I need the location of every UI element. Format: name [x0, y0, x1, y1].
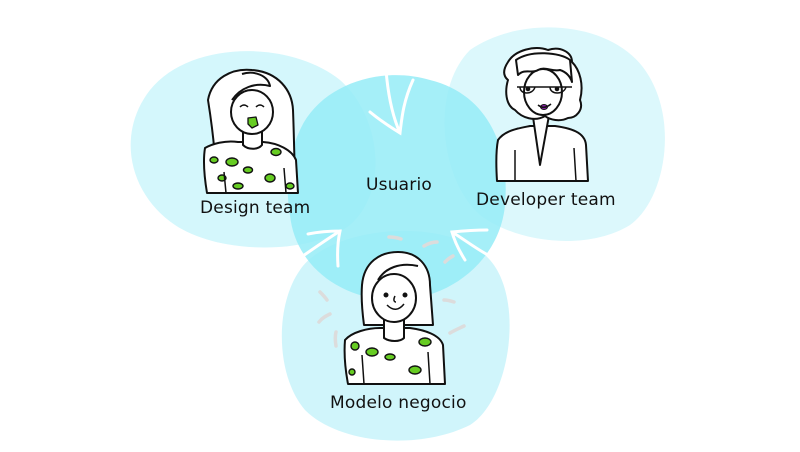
arrow-top-icon	[368, 68, 415, 136]
arrow-right-icon	[450, 228, 490, 262]
business-model-avatar	[343, 251, 446, 385]
arrow-left-icon	[281, 229, 342, 272]
blobs	[130, 27, 665, 441]
design-team-label: Design team	[200, 198, 311, 218]
business-model-label: Modelo negocio	[330, 393, 467, 413]
developer-team-label: Developer team	[476, 190, 616, 210]
sparkle-dashes	[317, 235, 466, 348]
developer-team-avatar	[495, 47, 589, 182]
design-team-avatar	[202, 68, 299, 194]
usuario-blob	[287, 75, 506, 300]
arrows	[281, 68, 490, 272]
usuario-label: Usuario	[366, 175, 433, 195]
